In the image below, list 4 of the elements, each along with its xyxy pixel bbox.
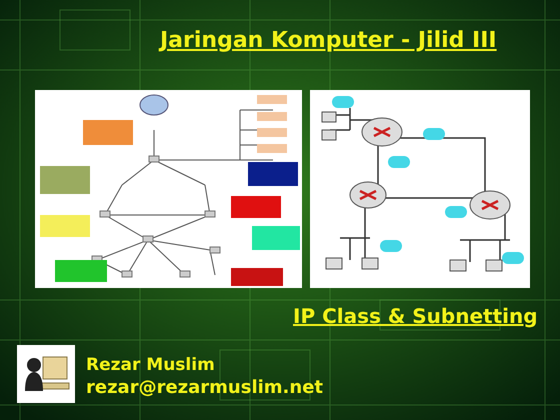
subtitle: IP Class & Subnetting [293,304,538,328]
email-address: rezar@rezarmuslim.net [86,377,324,398]
author-name: Rezar Muslim [86,355,215,375]
title: Jaringan Komputer - Jilid III [160,28,497,53]
